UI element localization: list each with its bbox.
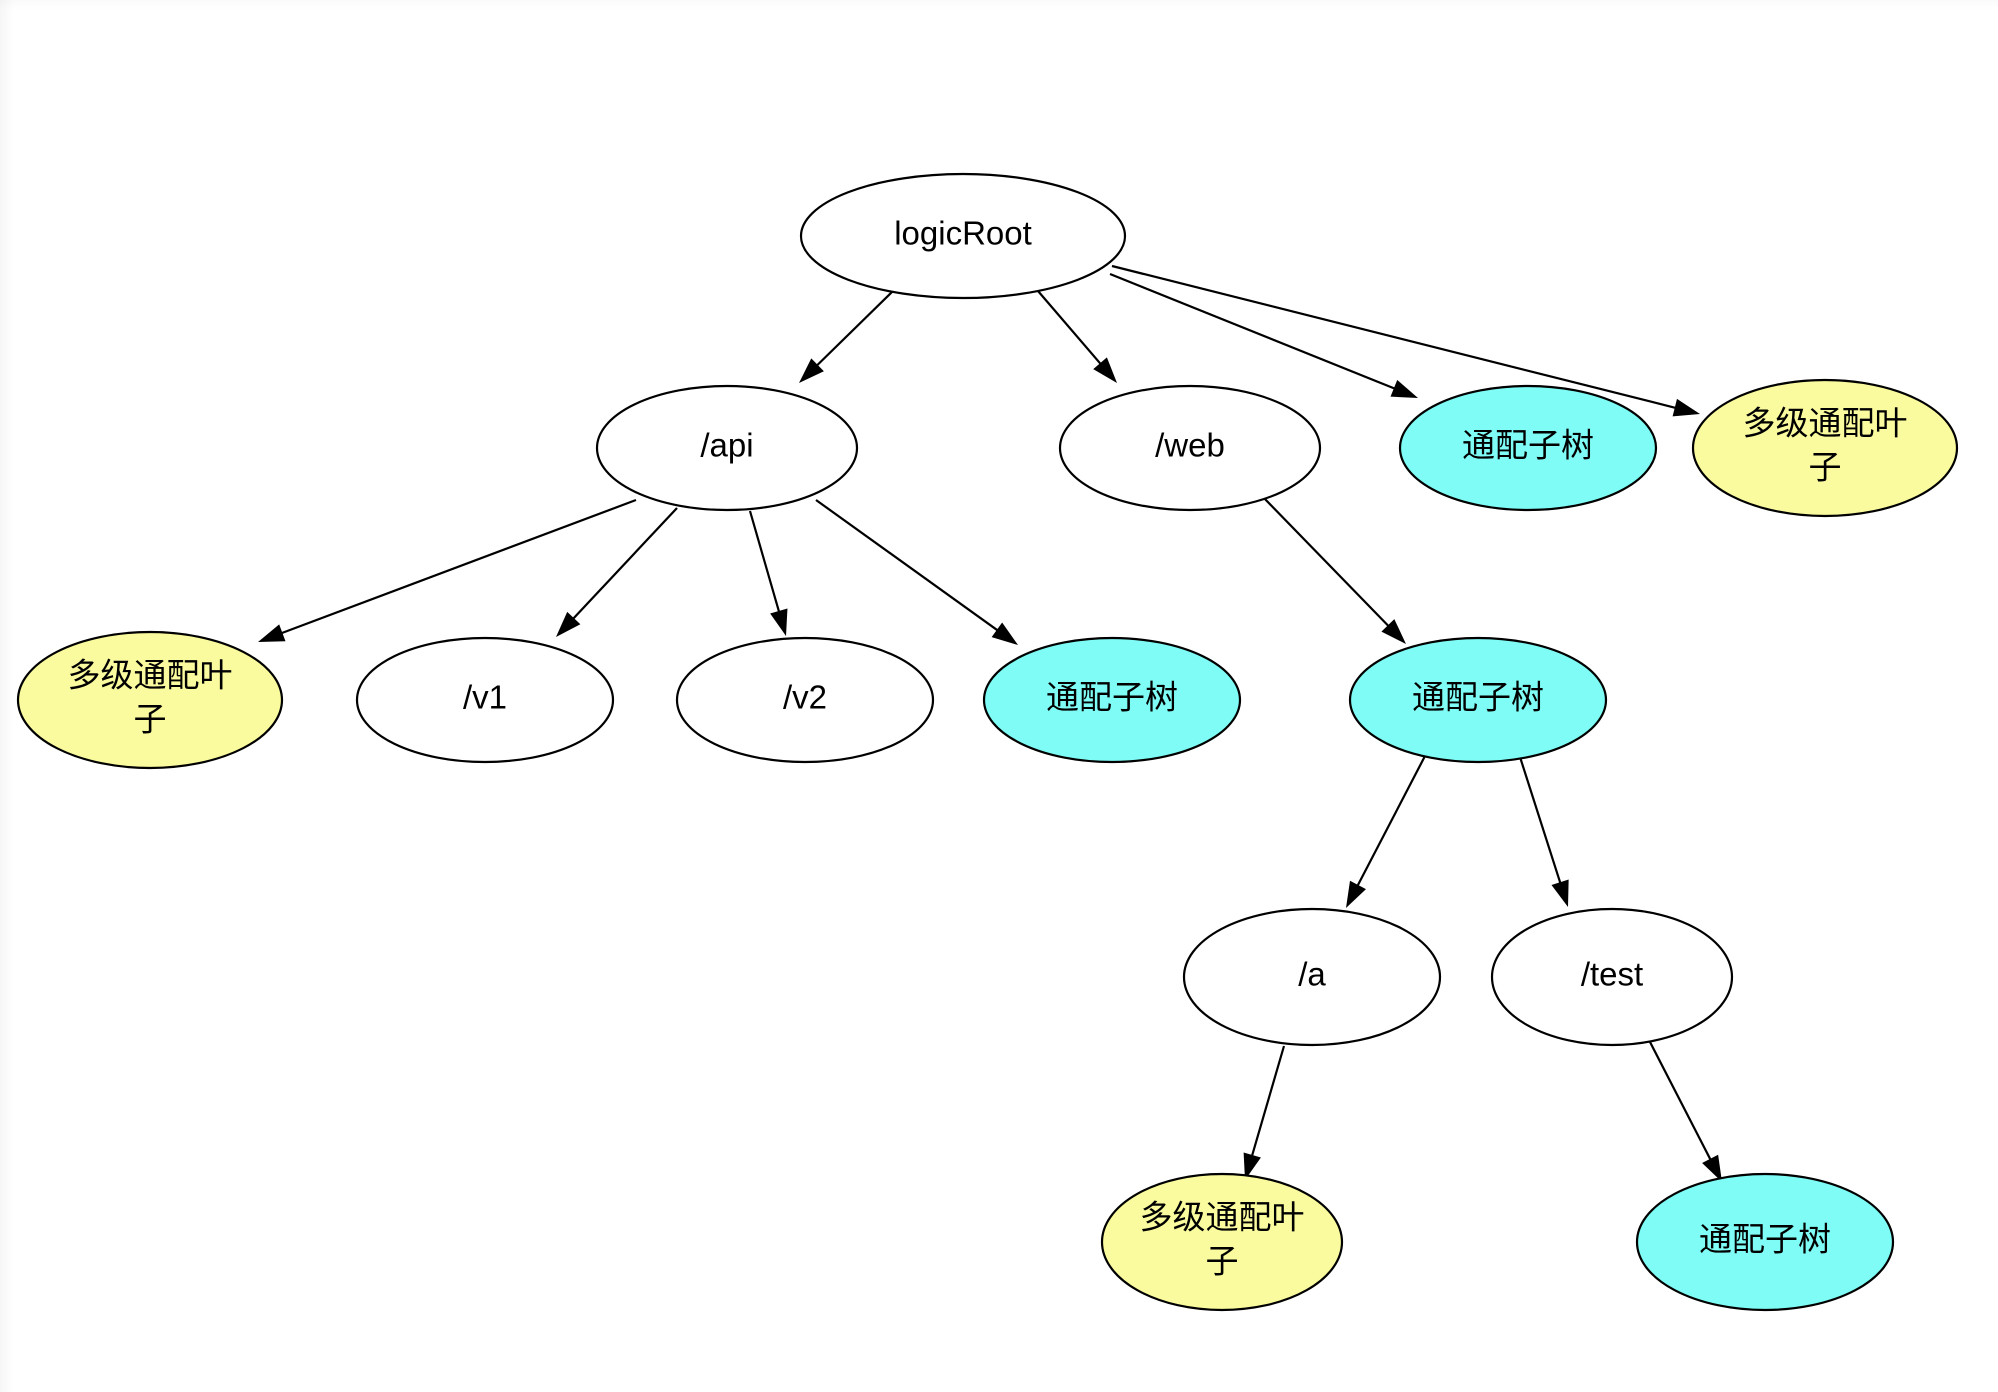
node-label-web_ws: 通配子树 [1412,679,1544,716]
node-label-a_mwl: 多级通配叶 [1140,1199,1305,1236]
node-web[interactable]: /web [1058,384,1322,512]
node-shape-test_ws[interactable] [1635,1172,1895,1312]
edge-api-to-v2 [748,510,788,636]
node-v1[interactable]: /v1 [355,636,615,764]
node-shape-v2[interactable] [675,636,935,764]
node-test[interactable]: /test [1490,907,1734,1047]
node-label-test_ws: 通配子树 [1699,1221,1831,1258]
node-label-a: /a [1298,956,1326,993]
node-api_ws[interactable]: 通配子树 [982,636,1242,764]
node-label-v2: /v2 [783,679,827,716]
edge-web-to-web_ws [1261,495,1406,644]
edge-test-to-test_ws [1649,1041,1722,1182]
node-label-root_mwl: 子 [1809,449,1842,486]
node-a[interactable]: /a [1182,907,1442,1047]
node-label-test: /test [1581,956,1643,993]
node-shape-a[interactable] [1182,907,1442,1047]
node-shape-api_ws[interactable] [982,636,1242,764]
node-label-a_mwl: 子 [1206,1243,1239,1280]
node-shape-test[interactable] [1490,907,1734,1047]
node-root_ws[interactable]: 通配子树 [1398,384,1658,512]
node-test_ws[interactable]: 通配子树 [1635,1172,1895,1312]
node-label-root: logicRoot [894,215,1032,252]
node-label-root_ws: 通配子树 [1462,427,1594,464]
node-shape-root[interactable] [799,172,1127,300]
edge-a-to-a_mwl [1243,1045,1286,1180]
node-root[interactable]: logicRoot [799,172,1127,300]
node-label-api_ws: 通配子树 [1046,679,1178,716]
node-shape-web_ws[interactable] [1348,636,1608,764]
edge-api-to-api_ws [815,499,1018,645]
node-label-web: /web [1155,427,1225,464]
edge-root-to-api [799,290,894,383]
edges-layer [258,264,1722,1182]
node-shape-api[interactable] [595,384,859,512]
node-shape-root_ws[interactable] [1398,384,1658,512]
node-shape-web[interactable] [1058,384,1322,512]
node-label-root_mwl: 多级通配叶 [1743,405,1908,442]
edge-root-to-root_ws [1109,272,1418,398]
node-shape-a_mwl[interactable] [1100,1172,1344,1312]
edge-api-to-api_mwl [258,498,637,642]
node-web_ws[interactable]: 通配子树 [1348,636,1608,764]
edge-root-to-web [1037,290,1117,383]
edge-root-to-root_mwl [1111,264,1700,417]
edge-web_ws-to-test [1518,756,1569,907]
edge-web_ws-to-a [1346,755,1426,908]
node-shape-api_mwl[interactable] [16,630,284,770]
node-api[interactable]: /api [595,384,859,512]
node-label-api: /api [700,427,753,464]
node-label-api_mwl: 子 [134,701,167,738]
edge-api-to-v1 [556,507,678,637]
node-shape-v1[interactable] [355,636,615,764]
node-label-api_mwl: 多级通配叶 [68,657,233,694]
node-shape-root_mwl[interactable] [1691,378,1959,518]
node-v2[interactable]: /v2 [675,636,935,764]
node-label-v1: /v1 [463,679,507,716]
